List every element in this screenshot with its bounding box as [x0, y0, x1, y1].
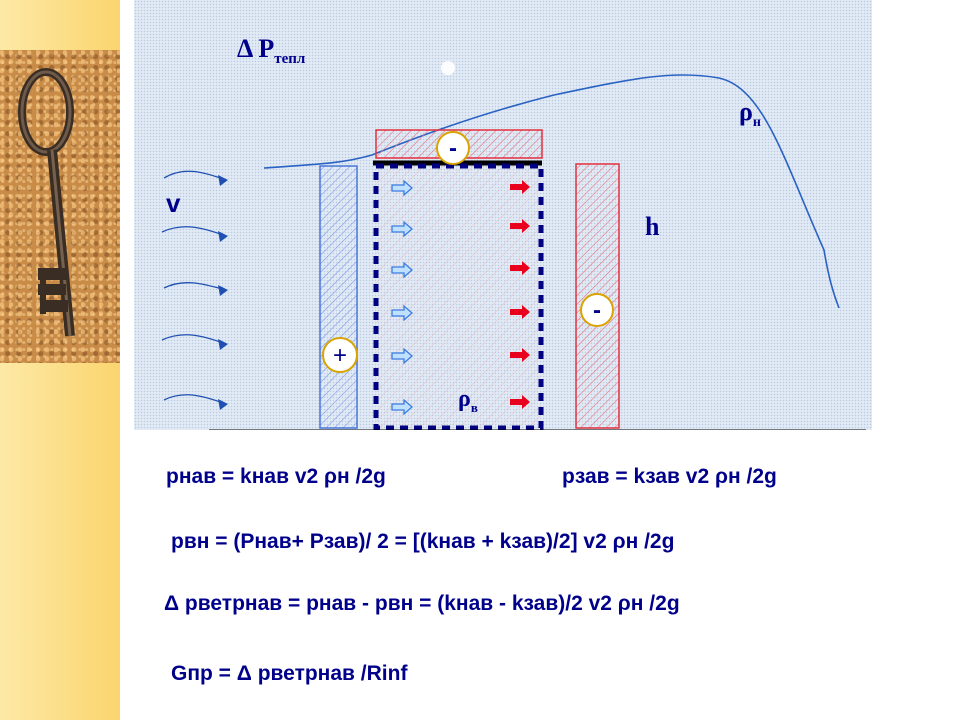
building-diagram: + - -: [161, 61, 866, 437]
formula-internal-pressure: pвн = (Pнав+ Pзав)/ 2 = [(kнав + kзав)/2…: [171, 530, 675, 553]
height-label: h: [645, 212, 660, 241]
rho-outside-symbol: ρ: [739, 97, 753, 126]
delta-p-label: Δ Pтепл: [237, 34, 305, 68]
rho-outside-subscript: н: [752, 115, 761, 131]
diagram-panel: + - -: [134, 0, 872, 437]
rho-inside-label: ρв: [458, 386, 478, 416]
delta-p-subscript: тепл: [274, 51, 306, 68]
rho-outside-label: ρн: [739, 97, 761, 131]
exfiltration-arrows: [510, 180, 530, 409]
key-photo: [0, 50, 120, 363]
formula-windward-pressure: pнав = kнав v2 ρн /2g: [166, 465, 386, 488]
minus-badge-leeward: [580, 293, 614, 327]
minus-sign-leeward: -: [593, 297, 601, 324]
minus-badge-roof: [436, 131, 470, 165]
building-walls: [373, 163, 544, 431]
rho-inside-symbol: ρ: [458, 386, 471, 412]
formula-leeward-pressure: pзав = kзав v2 ρн /2g: [562, 465, 777, 488]
interior-air-arrows: [391, 179, 413, 416]
building-interior: [376, 164, 541, 428]
minus-sign-roof: -: [449, 135, 457, 162]
delta-p-text: Δ P: [237, 34, 275, 63]
plus-badge: [322, 337, 358, 373]
formula-infiltration-flow: Gпр = Δ pветрнав /Rinf: [171, 662, 408, 685]
plus-sign: +: [333, 342, 347, 369]
rho-inside-subscript: в: [470, 399, 478, 415]
pressure-curve: [263, 74, 840, 309]
formula-wind-pressure-difference: Δ pветрнав = pнав - pвн = (kнав - kзав)/…: [164, 592, 680, 615]
windward-positive-bar: [319, 165, 358, 429]
key-icon: [18, 68, 75, 337]
wind-label: v: [166, 188, 181, 218]
